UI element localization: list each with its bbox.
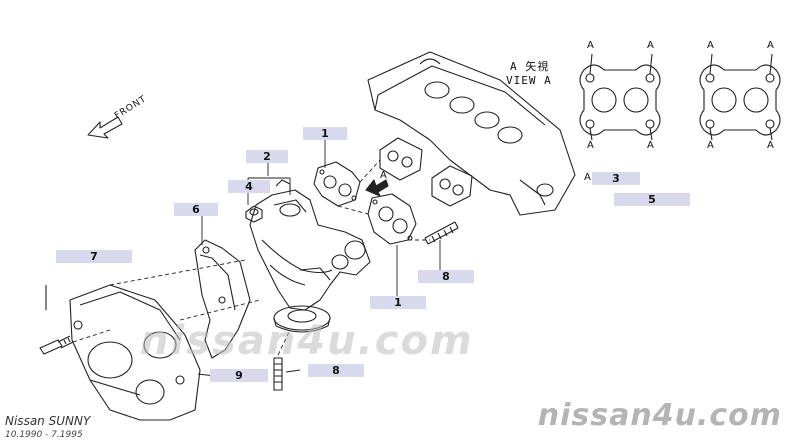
ref-a-label: A (584, 172, 591, 183)
corner-a-3: A (707, 40, 714, 51)
front-arrow (87, 116, 123, 139)
exhaust-gasket-upper (313, 161, 361, 207)
callout-2: 2 (246, 150, 288, 163)
stud-lower (273, 357, 283, 391)
gasket-view-3 (579, 64, 661, 136)
corner-a-1: A (587, 40, 594, 51)
manifold-flange (273, 305, 331, 333)
gasket-view-5 (699, 64, 781, 136)
corner-a-2: A (647, 40, 654, 51)
callout-3: 3 (592, 172, 640, 185)
stud-upper (424, 221, 459, 245)
callout-5: 5 (614, 193, 690, 206)
callout-1-lower: 1 (370, 296, 426, 309)
watermark-center: nissan4u.com (140, 318, 474, 364)
callout-7: 7 (56, 250, 132, 263)
head-gasket-1 (379, 137, 423, 181)
bolt (39, 285, 74, 355)
corner-a-7: A (707, 140, 714, 151)
heat-shield (194, 239, 251, 359)
corner-a-6: A (647, 140, 654, 151)
exhaust-gasket-lower (367, 193, 417, 245)
corner-a-5: A (587, 140, 594, 151)
callout-9: 9 (210, 369, 268, 382)
corner-a-8: A (767, 140, 774, 151)
cover-bracket (69, 284, 201, 421)
nut (245, 205, 263, 223)
callout-8-upper: 8 (418, 270, 474, 283)
cylinder-head (367, 51, 576, 216)
production-dates: 10.1990 - 7.1995 (5, 430, 83, 440)
callout-1-upper: 1 (303, 127, 347, 140)
callout-8-lower: 8 (308, 364, 364, 377)
view-a-label-2: VIEW A (506, 74, 552, 87)
arrow-a-label: A (380, 170, 387, 181)
view-a-arrow (365, 179, 389, 197)
model-name: Nissan SUNNY (5, 414, 91, 428)
watermark-footer: nissan4u.com (537, 398, 782, 433)
callout-6: 6 (174, 203, 218, 216)
head-gasket-2 (431, 165, 473, 207)
view-a-label-1: A 矢視 (510, 60, 550, 73)
callout-4: 4 (228, 180, 270, 193)
corner-a-4: A (767, 40, 774, 51)
